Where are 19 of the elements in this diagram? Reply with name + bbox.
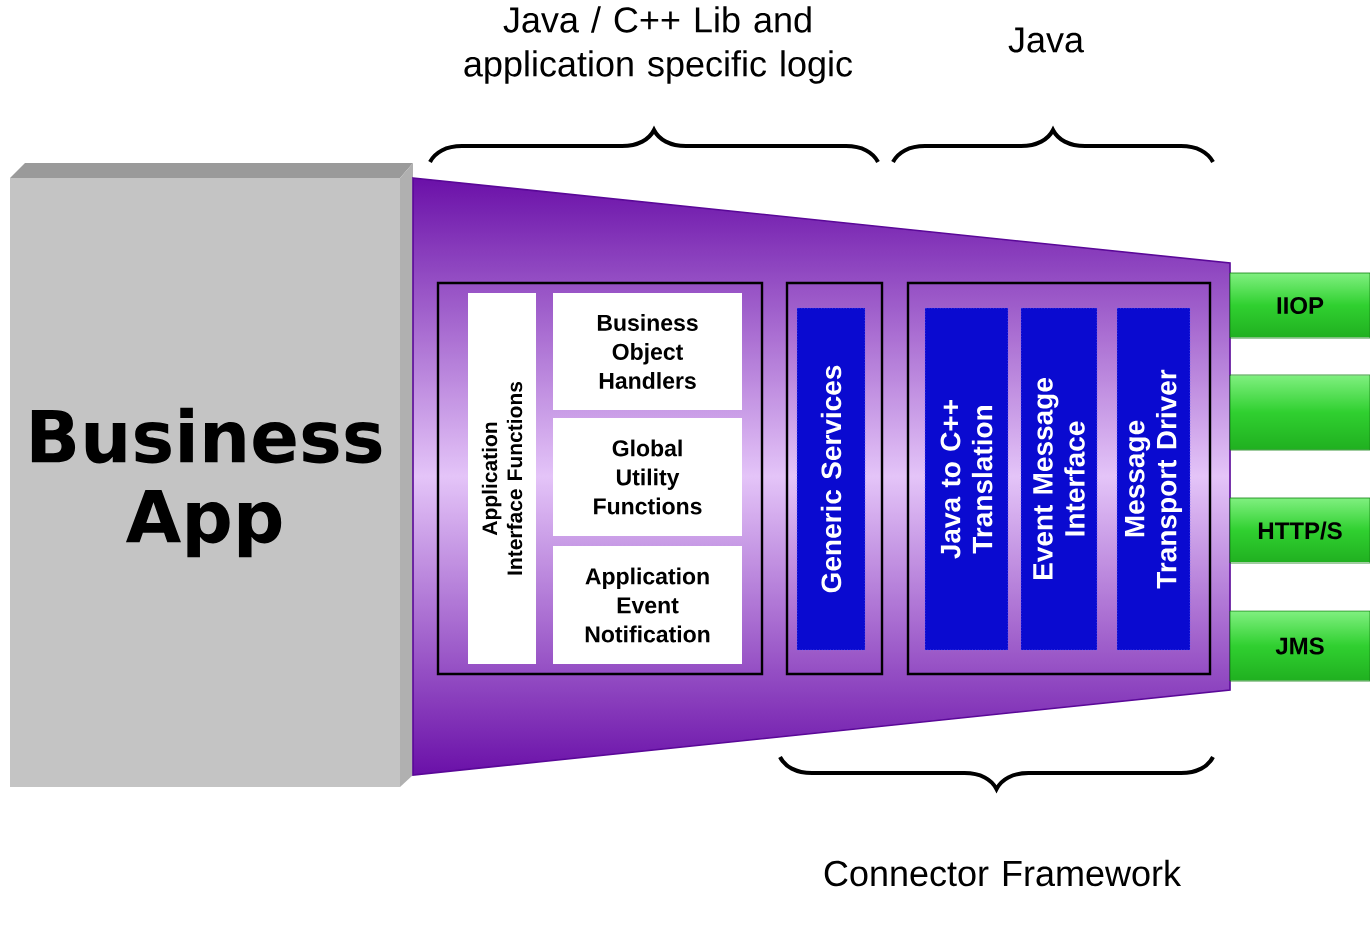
heading-label: Java / C++ Lib and application specific logic [464, 6, 853, 84]
protocol-tab [1229, 374, 1370, 451]
heading-label: Connector Framework [824, 859, 1182, 887]
function-box: Business Object Handlers [553, 293, 742, 410]
service-box: Generic Services [796, 307, 866, 651]
function-box: Application Interface Functions [468, 293, 536, 664]
service-box: Java to C++ Translation [924, 307, 1009, 651]
business-app-block: Business App [10, 163, 413, 787]
heading-label: Java [1008, 27, 1084, 53]
protocol-tab: IIOP [1229, 272, 1370, 339]
protocol-tab: JMS [1229, 610, 1370, 682]
group-frame [785, 281, 884, 676]
function-box: Global Utility Functions [553, 418, 742, 536]
protocol-tab: HTTP/S [1229, 497, 1370, 564]
function-box: Application Event Notification [553, 546, 742, 664]
group-frame [436, 281, 764, 676]
service-box: Message Transport Driver [1116, 307, 1191, 651]
service-box: Event Message Interface [1020, 307, 1098, 651]
group-frame [906, 281, 1212, 676]
